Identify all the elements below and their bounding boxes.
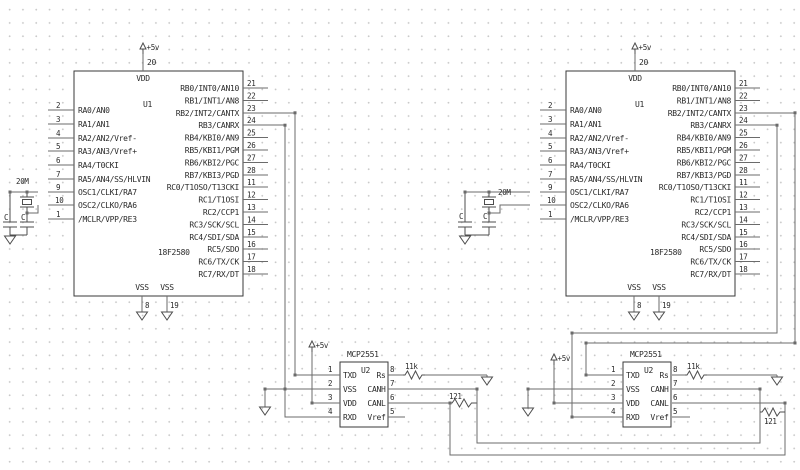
rs-resistor bbox=[685, 369, 707, 381]
canh-bus bbox=[388, 388, 761, 444]
termination-value: 121 bbox=[449, 392, 462, 401]
vdd-net bbox=[553, 365, 623, 404]
rs-net bbox=[388, 374, 488, 377]
capacitor-label: C bbox=[483, 212, 487, 221]
canrx-net bbox=[268, 124, 340, 418]
crystal-leads bbox=[482, 192, 496, 213]
can-bus-wires bbox=[388, 388, 786, 456]
crystal-leads bbox=[20, 192, 34, 213]
oscillator-circuit-b: 20M C C bbox=[458, 188, 530, 245]
capacitor-label: C bbox=[21, 213, 25, 222]
mcu-node-b bbox=[540, 43, 760, 320]
crystal-body bbox=[22, 199, 32, 205]
ground-symbol bbox=[771, 376, 783, 386]
rs-resistor-value: 11k bbox=[405, 362, 418, 371]
rs-resistor bbox=[403, 369, 425, 381]
oscillator-circuit-a: 20M C C bbox=[3, 177, 39, 245]
cantx-net bbox=[268, 112, 340, 376]
termination-resistor bbox=[450, 397, 477, 409]
crystal-value: 20M bbox=[498, 188, 511, 197]
ground-symbol bbox=[481, 376, 493, 386]
crystal-body bbox=[484, 199, 494, 205]
mcu-node-a bbox=[48, 43, 268, 320]
osc-wires bbox=[10, 191, 39, 214]
ground-symbol bbox=[259, 406, 271, 416]
termination-resistor bbox=[760, 406, 785, 418]
ground-symbol bbox=[459, 235, 471, 245]
osc-wires bbox=[465, 191, 530, 214]
supply-5v-symbol bbox=[308, 340, 330, 353]
cantx-net bbox=[585, 112, 796, 376]
canl-bus bbox=[388, 402, 786, 456]
canrx-net bbox=[571, 124, 778, 418]
node-a-wires: 11k 121 bbox=[259, 112, 493, 418]
node-b-wires: 11k 121 bbox=[522, 112, 796, 426]
ground-symbol bbox=[522, 407, 534, 417]
rs-resistor-value: 11k bbox=[687, 362, 700, 371]
rs-net bbox=[672, 374, 778, 377]
termination-value: 121 bbox=[764, 417, 777, 426]
load-capacitors bbox=[458, 192, 496, 236]
junction-dots bbox=[8, 111, 797, 419]
capacitor-label: C bbox=[459, 212, 463, 221]
capacitor-label: C bbox=[4, 213, 8, 222]
supply-5v-symbol bbox=[550, 353, 572, 366]
crystal-value: 20M bbox=[16, 177, 29, 186]
vss-net bbox=[527, 388, 623, 408]
load-capacitors bbox=[3, 192, 34, 236]
ground-symbol bbox=[4, 235, 16, 245]
vdd-net bbox=[311, 352, 340, 404]
